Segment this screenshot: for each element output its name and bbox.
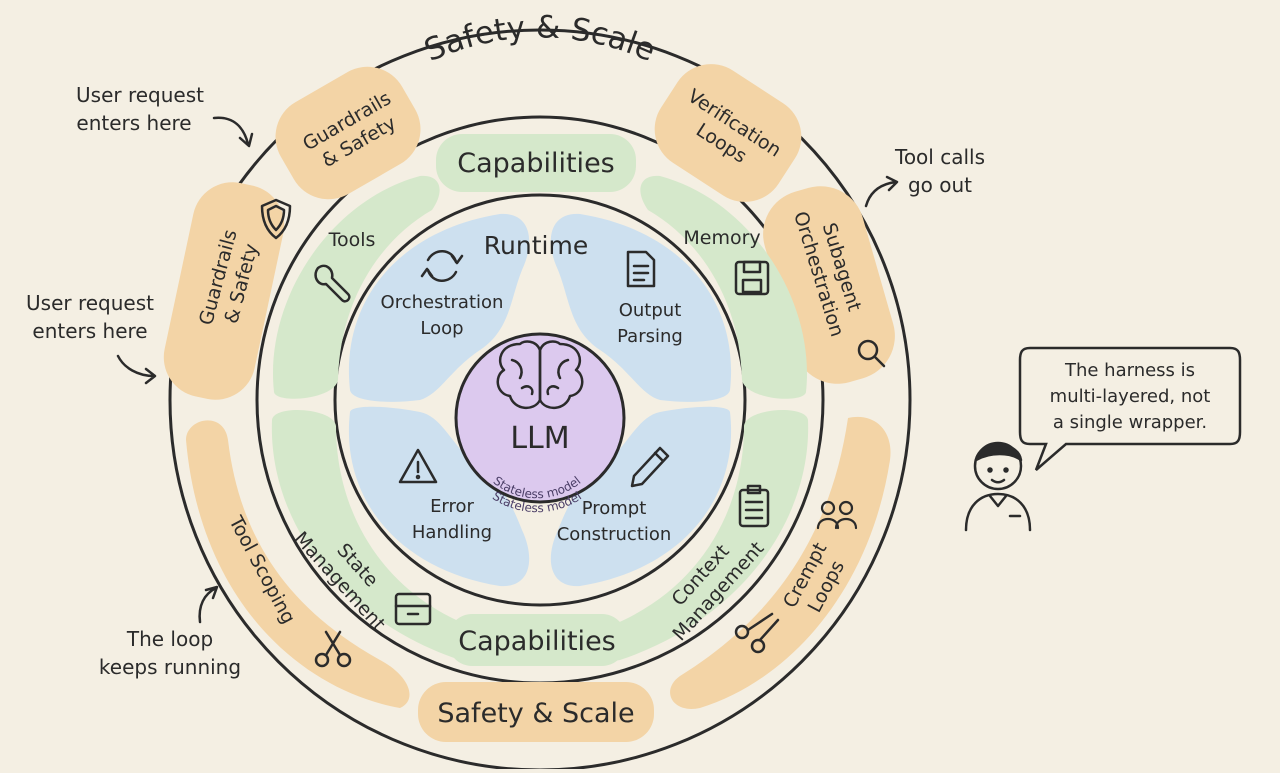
cap-title-top: Capabilities [457, 148, 615, 179]
runtime-title: Runtime [484, 231, 588, 260]
runtime-prompt-line2: Construction [557, 524, 672, 545]
cap-seg-top-right [640, 175, 808, 399]
runtime-quad-top-right [550, 213, 732, 402]
cap-title-bottom: Capabilities [458, 626, 616, 657]
runtime-error-line2: Handling [412, 522, 492, 543]
cap-title-bottom-bg [448, 614, 626, 666]
outer-title-bottom: Safety & Scale [437, 698, 634, 729]
arrow-left [116, 354, 157, 385]
runtime-output-line2: Parsing [617, 326, 683, 347]
arrow-top-left [212, 116, 254, 148]
cap-seg-bottom-right [600, 409, 809, 661]
person-icon [964, 441, 1032, 532]
clipboard-icon [738, 484, 770, 528]
note-left-line2: enters here [32, 319, 147, 343]
brain-icon [496, 340, 584, 409]
outer-title-top: Safety & Scale [419, 9, 661, 69]
runtime-output-line1: Output [619, 300, 682, 321]
runtime-quad-bottom-left [348, 406, 530, 587]
people-icon [816, 500, 858, 530]
note-top-left-line2: enters here [76, 111, 191, 135]
scissors-icon-right [734, 612, 780, 654]
note-top-right-line1: Tool calls [894, 145, 985, 169]
capabilities-segments [271, 134, 809, 666]
bubble-line3: a single wrapper. [1053, 412, 1207, 433]
cap-item-memory: Memory [683, 227, 760, 249]
arrow-top-right [864, 175, 899, 208]
note-top-left-line1: User request [76, 83, 204, 107]
note-left-line1: User request [26, 291, 154, 315]
pill-bottom-title-bg [418, 682, 654, 742]
shield-icon [260, 198, 292, 240]
bubble-line1: The harness is [1064, 360, 1195, 381]
cap-seg-top-left [272, 175, 440, 399]
runtime-prompt-line1: Prompt [582, 498, 647, 519]
llm-title: LLM [510, 421, 569, 456]
pencil-icon [630, 446, 670, 488]
cap-item-tools: Tools [328, 229, 376, 251]
runtime-quadrants [348, 213, 732, 587]
runtime-orchestration-line2: Loop [420, 318, 463, 339]
warning-icon [398, 448, 438, 484]
scissors-icon-left [314, 630, 352, 668]
pill-guardrails-top-bg [275, 66, 421, 200]
note-bottom-left-line1: The loop [126, 627, 213, 651]
runtime-error-line1: Error [430, 496, 474, 517]
bubble-line2: multi-layered, not [1050, 386, 1211, 407]
cap-seg-bottom-left [271, 409, 480, 661]
cap-title-top-bg [436, 134, 636, 192]
inner-ring-border [333, 193, 747, 607]
runtime-quad-top-left [348, 213, 530, 402]
wrench-icon [314, 264, 351, 303]
magnifier-icon [857, 339, 886, 368]
speech-bubble-shape [1018, 346, 1242, 471]
runtime-quad-bottom-right [550, 406, 732, 587]
runtime-orchestration-line1: Orchestration [381, 292, 504, 313]
refresh-icon [420, 250, 464, 282]
pill-crempt-bg [670, 416, 891, 709]
note-bottom-left-line2: keeps running [99, 655, 241, 679]
arrow-bottom-left [198, 585, 219, 624]
floppy-disk-icon [734, 260, 770, 296]
note-top-right-line2: go out [908, 173, 972, 197]
document-icon [626, 250, 656, 288]
pill-verification-bg [654, 64, 802, 202]
drawer-icon [394, 592, 432, 626]
pill-tool-scoping-bg [186, 420, 410, 708]
pill-guardrails-left-bg [163, 182, 285, 400]
speech-bubble: The harness is multi-layered, not a sing… [1018, 346, 1242, 471]
